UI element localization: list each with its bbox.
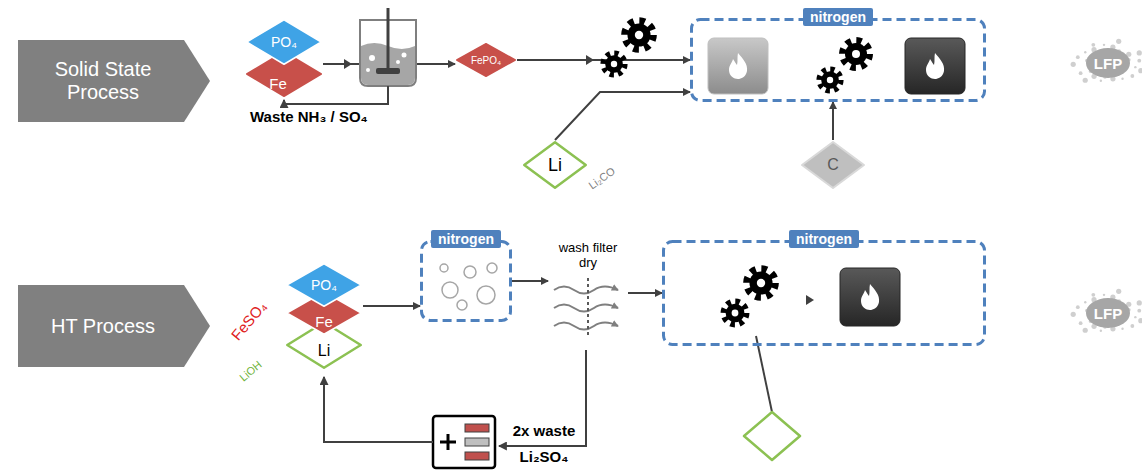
node-label: Li bbox=[548, 155, 562, 176]
arrow-shape bbox=[18, 285, 210, 367]
furnace-icon bbox=[708, 38, 768, 94]
powder-cloud bbox=[1071, 39, 1142, 83]
furnace-icon bbox=[840, 268, 900, 326]
tile-shape bbox=[287, 292, 362, 335]
furnace-icon bbox=[905, 38, 965, 94]
reagent-label: FeSO₄ bbox=[228, 298, 270, 344]
dashed-border bbox=[692, 20, 985, 101]
nitrogen-zone-outline bbox=[420, 240, 512, 322]
filter-icon bbox=[554, 278, 618, 338]
node-label: Fe bbox=[269, 75, 287, 92]
flow-arrow bbox=[832, 102, 834, 140]
phosphate-tile: PO₄ bbox=[245, 18, 323, 66]
process-label-arrow: HT Process bbox=[18, 285, 210, 367]
tile-shape bbox=[287, 322, 361, 368]
lfp-product: LFP bbox=[1080, 38, 1136, 88]
zone-tab: nitrogen bbox=[803, 8, 873, 26]
nitrogen-zone-outline bbox=[690, 18, 986, 102]
waste-note: 2x waste Li₂SO₄ bbox=[505, 418, 583, 470]
lithium-tile: Li bbox=[522, 140, 588, 190]
node-label: wash filter dry bbox=[548, 238, 628, 270]
reactor-bubbles bbox=[440, 263, 497, 310]
nitrogen-zone: nitrogen bbox=[420, 240, 512, 322]
tile-shape bbox=[247, 52, 322, 97]
reagent-label: Li₂CO bbox=[586, 165, 617, 192]
node-label: Li bbox=[318, 342, 330, 360]
phosphate-tile: PO₄ bbox=[285, 262, 363, 308]
nitrogen-zone: nitrogen bbox=[690, 18, 986, 102]
recycle-line bbox=[324, 377, 433, 442]
flow-arrow bbox=[363, 305, 420, 307]
arrow-shape bbox=[18, 40, 210, 122]
powder-cloud bbox=[1071, 289, 1142, 333]
reagent-label: LiOH bbox=[237, 358, 264, 383]
tile-shape bbox=[524, 142, 586, 188]
node-label: LFP bbox=[1094, 305, 1122, 322]
flow-arrowhead bbox=[806, 295, 814, 305]
nitrogen-zone: nitrogen bbox=[662, 240, 986, 346]
zone-tab: nitrogen bbox=[431, 230, 501, 248]
iron-phosphate-tile: FePO₄ bbox=[455, 42, 517, 78]
process-label-arrow: Solid State Process bbox=[18, 40, 210, 122]
mill-gears bbox=[724, 269, 775, 324]
node-label: FePO₄ bbox=[471, 55, 501, 66]
recycle-line bbox=[284, 86, 388, 104]
node-label: PO₄ bbox=[311, 277, 337, 293]
carbon-tile-outline bbox=[744, 336, 800, 460]
lfp-product: LFP bbox=[1080, 288, 1136, 338]
dashed-border bbox=[664, 242, 985, 345]
node-label: PO₄ bbox=[271, 34, 297, 50]
mill-gears bbox=[604, 21, 653, 74]
zone-tab: nitrogen bbox=[789, 230, 859, 248]
tile-shape bbox=[802, 142, 864, 188]
mill-gears bbox=[820, 41, 869, 90]
mixer-beaker bbox=[360, 8, 416, 86]
flow-arrow bbox=[555, 92, 690, 140]
tile-shape bbox=[457, 44, 516, 77]
carbon-tile: C bbox=[800, 140, 866, 190]
node-label: LFP bbox=[1094, 55, 1122, 72]
flow-arrow bbox=[628, 292, 662, 294]
electrolysis-cell bbox=[433, 416, 495, 468]
tile-shape bbox=[247, 20, 322, 65]
nitrogen-zone-outline bbox=[662, 240, 986, 346]
node-label: Fe bbox=[315, 313, 333, 330]
process-name: HT Process bbox=[51, 315, 155, 338]
dashed-border bbox=[422, 242, 511, 321]
flow-arrow bbox=[512, 280, 548, 282]
tile-shape bbox=[287, 264, 362, 307]
waste-note: Waste NH₃ / SO₄ bbox=[250, 108, 368, 125]
wash-filter-step: wash filter dry bbox=[548, 238, 628, 350]
process-name: Solid State Process bbox=[32, 58, 174, 104]
node-label: C bbox=[827, 156, 839, 174]
